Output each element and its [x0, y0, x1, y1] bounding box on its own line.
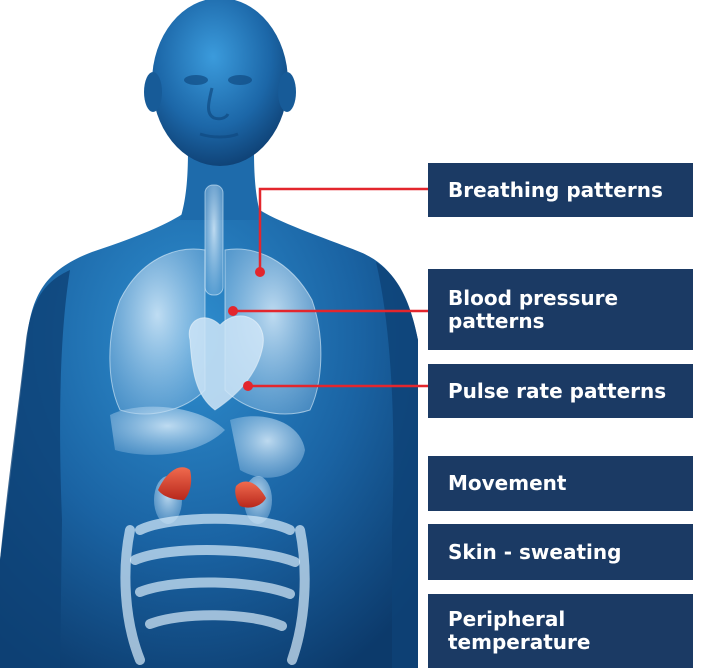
label-pulse-rate-patterns: Pulse rate patterns: [428, 364, 693, 418]
label-text: Movement: [448, 472, 566, 495]
label-movement: Movement: [428, 456, 693, 511]
label-text: Pulse rate patterns: [448, 380, 666, 403]
label-text: Peripheral temperature: [448, 608, 681, 654]
label-skin-sweating: Skin - sweating: [428, 524, 693, 580]
label-breathing-patterns: Breathing patterns: [428, 163, 693, 217]
connector-dot-breathing: [255, 267, 265, 277]
ear: [144, 72, 162, 112]
connector-dot-pulse-rate: [243, 381, 253, 391]
ear: [278, 72, 296, 112]
label-text: Blood pressure patterns: [448, 287, 681, 333]
left-arm: [0, 270, 70, 668]
label-text: Skin - sweating: [448, 541, 621, 564]
head: [152, 0, 288, 166]
connector-dot-blood-pressure: [228, 306, 238, 316]
eye: [228, 75, 252, 85]
label-blood-pressure-patterns: Blood pressure patterns: [428, 269, 693, 350]
trachea: [205, 185, 223, 295]
eye: [184, 75, 208, 85]
label-text: Breathing patterns: [448, 179, 663, 202]
label-peripheral-temperature: Peripheral temperature: [428, 594, 693, 668]
